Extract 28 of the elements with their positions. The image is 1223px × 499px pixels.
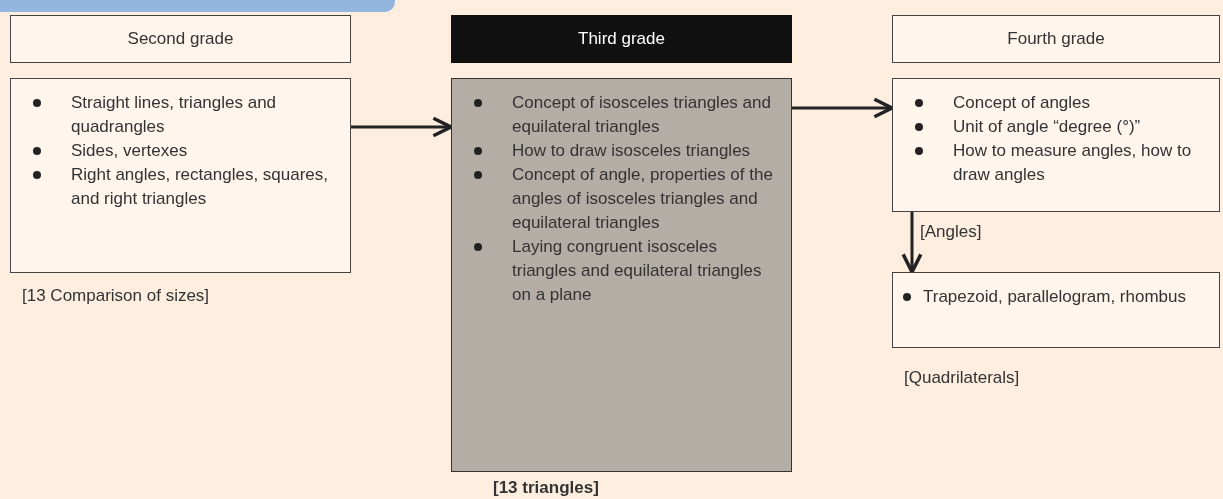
topic-text: Laying congruent isosceles triangles and equilateral triangles on a plane <box>512 237 762 304</box>
topic-list-box <box>451 78 792 472</box>
grade-title: Second grade <box>127 29 234 49</box>
topic-list-box <box>892 272 1220 348</box>
grade-title: Fourth grade <box>1007 29 1105 49</box>
grade-header-box <box>892 15 1220 63</box>
grade-title: Third grade <box>578 29 665 49</box>
topic-text: Right angles, rectangles, squares, and right triangles <box>71 165 329 208</box>
unit-caption: [13 triangles] <box>493 478 599 498</box>
arrow <box>792 97 894 119</box>
topic-text: Unit of angle “degree (°)” <box>953 117 1141 136</box>
topic-text: How to draw isosceles triangles <box>512 141 751 160</box>
unit-caption: [13 Comparison of sizes] <box>22 286 210 306</box>
topic-text: Straight lines, triangles and quadrangles <box>71 93 277 136</box>
edge-label: [Angles] <box>920 222 982 242</box>
arrow <box>351 116 453 138</box>
topic-text: Trapezoid, parallelogram, rhombus <box>923 287 1186 306</box>
topic-list-box <box>10 78 351 273</box>
topic-text: Sides, vertexes <box>71 141 188 160</box>
topic-list-box <box>892 78 1220 212</box>
arrow <box>901 212 923 274</box>
unit-caption: [Quadrilaterals] <box>904 368 1020 388</box>
topic-text: How to measure angles, how to draw angles <box>953 141 1192 184</box>
topic-text: Concept of isosceles triangles and equilateral triangles <box>512 93 771 136</box>
topic-text: Concept of angle, properties of the angles of isosceles triangles and equilateral triangles <box>512 165 773 232</box>
grade-header-box <box>451 15 792 63</box>
grade-header-box <box>10 15 351 63</box>
topic-text: Concept of angles <box>953 93 1091 112</box>
